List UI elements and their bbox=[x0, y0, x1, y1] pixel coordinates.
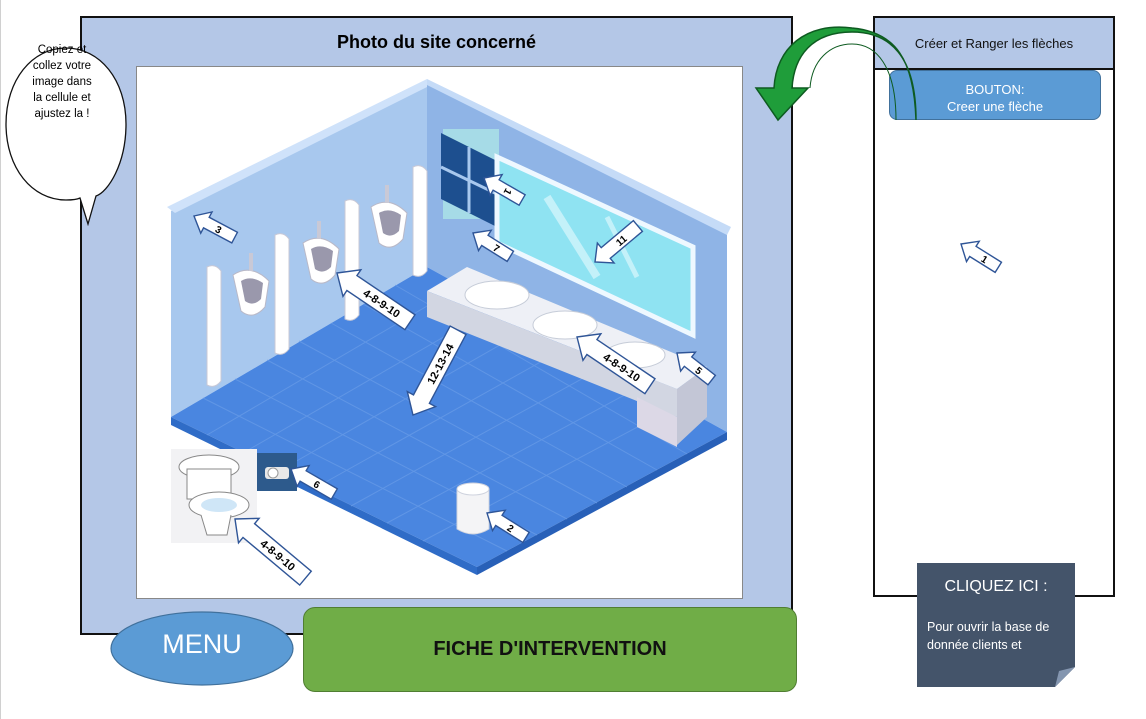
menu-label[interactable]: MENU bbox=[162, 629, 242, 659]
arrow-overlay: 1 3 7 11 4-8-9-10 12-13-14 bbox=[188, 168, 719, 591]
arrow-label-6: 6 bbox=[311, 479, 322, 492]
counter-front bbox=[427, 291, 677, 417]
sink-1 bbox=[464, 280, 530, 310]
arrow-7[interactable]: 7 bbox=[467, 223, 517, 267]
arrow-5[interactable]: 5 bbox=[670, 344, 719, 390]
arrow-3[interactable]: 3 bbox=[188, 205, 240, 248]
trash-bin bbox=[456, 482, 490, 535]
arrow-6[interactable]: 6 bbox=[285, 459, 340, 505]
arrow-4-8-9-10-sink[interactable]: 4-8-9-10 bbox=[568, 324, 659, 400]
sink-2 bbox=[532, 310, 598, 340]
bubble-text: Copiez et collez votre image dans la cel… bbox=[32, 44, 92, 120]
photo-title: Photo du site concerné bbox=[336, 32, 537, 52]
arrow-1[interactable]: 1 bbox=[478, 168, 528, 211]
arrow-12-13-14[interactable]: 12-13-14 bbox=[399, 323, 472, 423]
toilet-paper-photo bbox=[257, 453, 297, 491]
bathroom-illustration bbox=[167, 79, 731, 575]
clients-note-text[interactable]: Pour ouvrir la base de donnée clients et bbox=[927, 620, 1050, 652]
arrow-panel: Créer et Ranger les flèches BOUTON: Cree… bbox=[873, 16, 1115, 597]
window-edge bbox=[0, 0, 1, 719]
left-wall-top bbox=[167, 79, 431, 213]
curved-arrow-icon bbox=[754, 26, 917, 122]
arrow-label-7: 7 bbox=[491, 243, 502, 256]
right-wall-top bbox=[427, 79, 731, 235]
counter-side bbox=[677, 367, 707, 445]
arrow-label-2: 2 bbox=[505, 523, 516, 536]
arrow-4-8-9-10-urinal[interactable]: 4-8-9-10 bbox=[328, 260, 419, 336]
clients-database-link[interactable] bbox=[917, 563, 1075, 687]
floor-edge-right bbox=[477, 432, 727, 575]
photo-cell[interactable]: 1 3 7 11 4-8-9-10 12-13-14 bbox=[136, 66, 743, 599]
arrow-label-5: 5 bbox=[693, 365, 705, 377]
arrow-4-8-9-10-toilet[interactable]: 4-8-9-10 bbox=[225, 507, 316, 591]
speech-bubble bbox=[5, 47, 127, 226]
arrow-panel-header: Créer et Ranger les flèches bbox=[875, 18, 1113, 70]
left-wall bbox=[171, 81, 427, 417]
arrow-label-1: 1 bbox=[501, 186, 514, 197]
arrow-label-3: 3 bbox=[213, 224, 223, 237]
create-arrow-button-line2: Creer une flèche bbox=[946, 99, 1044, 114]
floor bbox=[171, 267, 727, 567]
sample-arrow-label: 1 bbox=[979, 254, 990, 267]
arrow-11[interactable]: 11 bbox=[587, 216, 647, 272]
create-arrow-button[interactable]: BOUTON: Creer une flèche bbox=[889, 70, 1101, 120]
create-arrow-button-line1: BOUTON: bbox=[965, 82, 1025, 97]
arrow-2[interactable]: 2 bbox=[481, 503, 533, 548]
menu-button[interactable] bbox=[110, 611, 294, 686]
intervention-sheet-button[interactable]: FICHE D'INTERVENTION bbox=[303, 607, 797, 692]
photo-frame: Photo du site concerné bbox=[80, 16, 793, 635]
clients-note-title[interactable]: CLIQUEZ ICI : bbox=[944, 578, 1048, 595]
urinals bbox=[206, 165, 428, 387]
sample-arrow-1[interactable]: 1 bbox=[955, 238, 1011, 284]
